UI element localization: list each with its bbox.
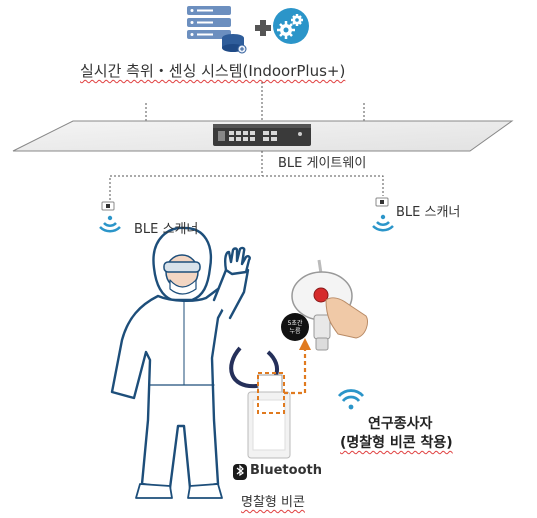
scanner-left-label: BLE 스캐너 xyxy=(134,222,199,237)
bluetooth-label: Bluetooth xyxy=(250,463,322,478)
gear-icon xyxy=(273,8,309,44)
worker-label-line1: 연구종사자 xyxy=(368,416,433,432)
ble-scanner-right-icon xyxy=(372,197,394,232)
svg-text:누름: 누름 xyxy=(289,328,301,335)
worker-suit-figure xyxy=(110,226,251,499)
pressing-finger xyxy=(325,297,369,339)
press-hint-badge: 5초간 누름 xyxy=(281,313,309,341)
server-icon xyxy=(187,6,247,54)
ble-scanner-left-icon xyxy=(99,201,121,233)
gateway-label: BLE 게이트웨이 xyxy=(278,156,367,171)
plus-icon xyxy=(255,20,271,36)
worker-label-line2: (명찰형 비콘 착용) xyxy=(340,435,453,451)
red-emergency-button xyxy=(313,287,329,303)
wifi-icon xyxy=(337,389,365,410)
scanner-right-label: BLE 스캐너 xyxy=(396,205,461,220)
svg-text:5초간: 5초간 xyxy=(288,319,303,327)
beacon-label: 명찰형 비콘 xyxy=(241,495,305,510)
system-title: 실시간 측위・센싱 시스템(IndoorPlus+) xyxy=(80,62,346,80)
badge-beacon-card xyxy=(229,346,291,459)
bluetooth-icon xyxy=(233,464,247,480)
gateway-device xyxy=(213,124,311,146)
